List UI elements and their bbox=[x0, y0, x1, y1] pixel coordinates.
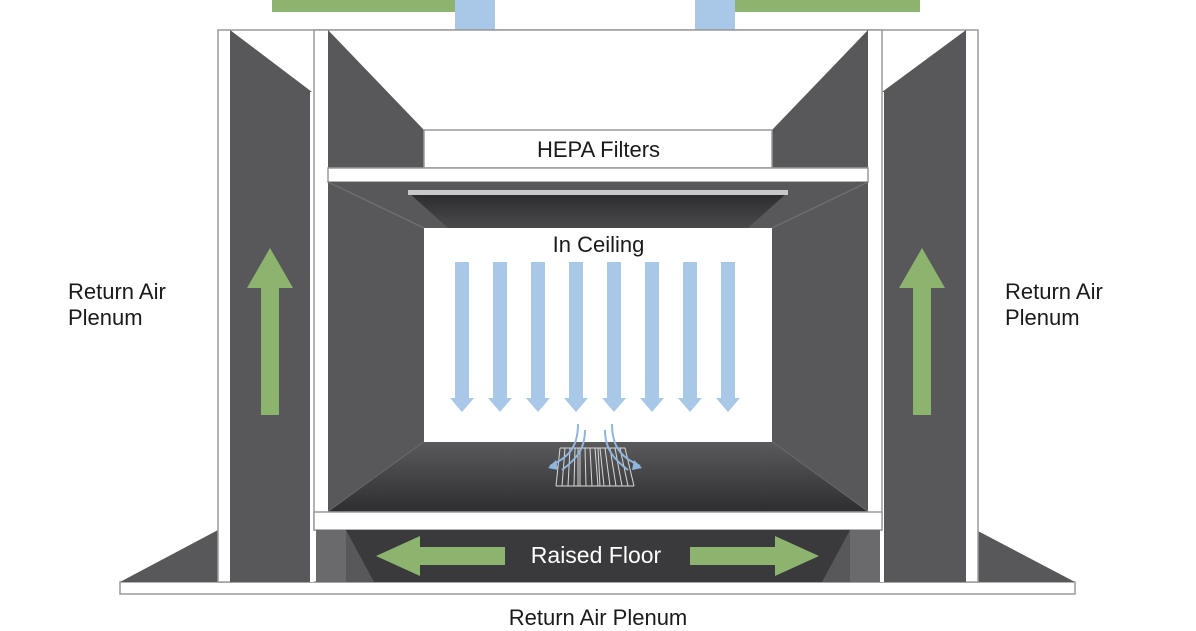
left-plenum-label: Return Air Plenum bbox=[68, 279, 166, 331]
ceiling-diffuser bbox=[408, 192, 788, 228]
raised-floor-label: Raised Floor bbox=[530, 542, 662, 568]
upper-right-duct bbox=[772, 30, 868, 168]
right-plenum-label-line1: Return Air bbox=[1005, 279, 1103, 304]
cleanroom-window bbox=[424, 228, 772, 442]
hepa-filters-label: HEPA Filters bbox=[536, 137, 661, 162]
base-strip bbox=[119, 581, 1076, 595]
floor-grate bbox=[555, 447, 635, 487]
laminar-flow-arrows bbox=[450, 262, 740, 412]
room-floor bbox=[328, 442, 868, 512]
in-ceiling-label: In Ceiling bbox=[552, 232, 645, 257]
hepa-filter-bar bbox=[423, 129, 773, 169]
left-plenum-label-line1: Return Air bbox=[68, 279, 166, 304]
left-plenum-label-line2: Plenum bbox=[68, 305, 143, 330]
ceiling-divider bbox=[327, 167, 869, 183]
right-plenum-up-arrow bbox=[899, 248, 945, 415]
left-lower-wedge bbox=[120, 530, 218, 582]
bottom-plenum-label: Return Air Plenum bbox=[508, 605, 688, 630]
floor-right-green-arrow bbox=[690, 536, 819, 576]
floor-left-green-arrow bbox=[376, 536, 505, 576]
top-right-green-arrow bbox=[712, 0, 920, 12]
top-left-green-arrow bbox=[272, 0, 480, 12]
right-lower-wedge bbox=[976, 530, 1075, 582]
upper-left-duct bbox=[328, 30, 424, 168]
right-plenum-label-line2: Plenum bbox=[1005, 305, 1080, 330]
right-plenum-label: Return Air Plenum bbox=[1005, 279, 1103, 331]
left-plenum-up-arrow bbox=[247, 248, 293, 415]
floor-divider bbox=[313, 511, 883, 531]
